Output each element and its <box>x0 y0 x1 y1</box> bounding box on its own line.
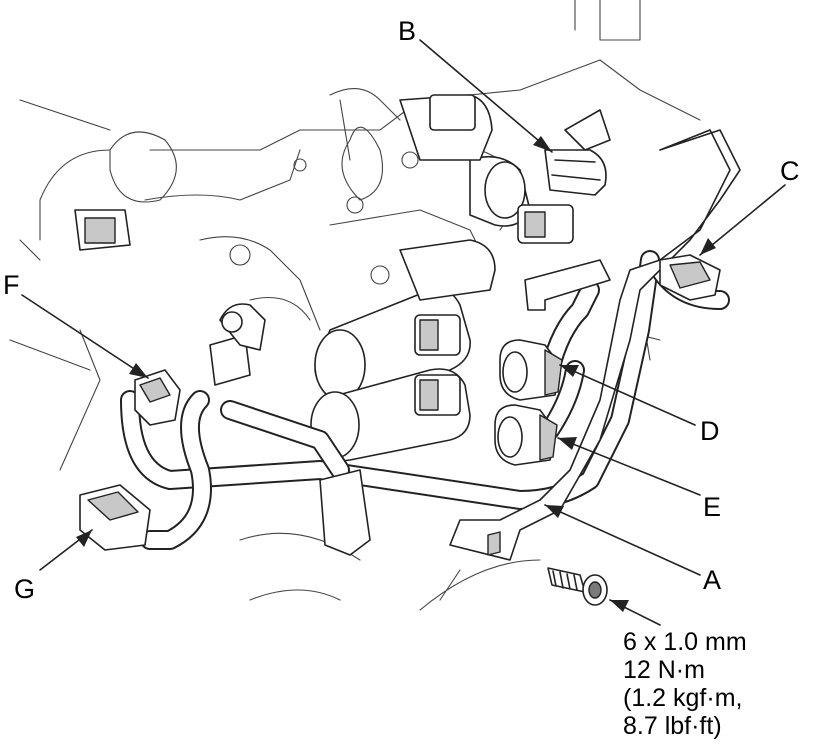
connector-c <box>659 254 721 301</box>
solenoid-connectors <box>414 314 461 416</box>
harness-bracket <box>319 129 741 561</box>
speed-sensor <box>74 209 266 386</box>
arrowhead-e <box>558 437 577 450</box>
bolt-torque-kgfm: (1.2 kgf·m, <box>623 684 743 712</box>
connector-upper <box>429 94 574 244</box>
arrowhead-g <box>76 530 92 547</box>
bolt-torque-lbfft: 8.7 lbf·ft) <box>623 712 722 740</box>
callout-c: C <box>780 156 800 186</box>
callout-a: A <box>703 565 722 595</box>
callout-g: G <box>14 574 36 604</box>
arrowhead-bolt <box>610 600 629 612</box>
bolt-size: 6 x 1.0 mm <box>623 628 747 656</box>
connector-e <box>494 404 558 466</box>
arrowhead-f <box>129 363 148 378</box>
connector-d <box>499 339 563 401</box>
bolt-torque-nm: 12 N·m <box>623 656 705 684</box>
connector-g <box>79 484 151 551</box>
bolt-icon <box>547 567 608 606</box>
connector-f <box>134 369 181 426</box>
arrowhead-d <box>560 365 579 377</box>
arrowhead-a <box>545 505 564 518</box>
leader-lines <box>21 39 786 626</box>
callout-d: D <box>700 416 720 446</box>
connector-b <box>544 109 611 196</box>
arrowhead-b <box>533 136 552 152</box>
callout-f: F <box>3 270 20 300</box>
arrowhead-c <box>700 238 716 255</box>
callout-e: E <box>703 492 722 522</box>
bolt-spec: 6 x 1.0 mm 12 N·m (1.2 kgf·m, 8.7 lbf·ft… <box>623 628 747 740</box>
callout-b: B <box>398 16 417 46</box>
